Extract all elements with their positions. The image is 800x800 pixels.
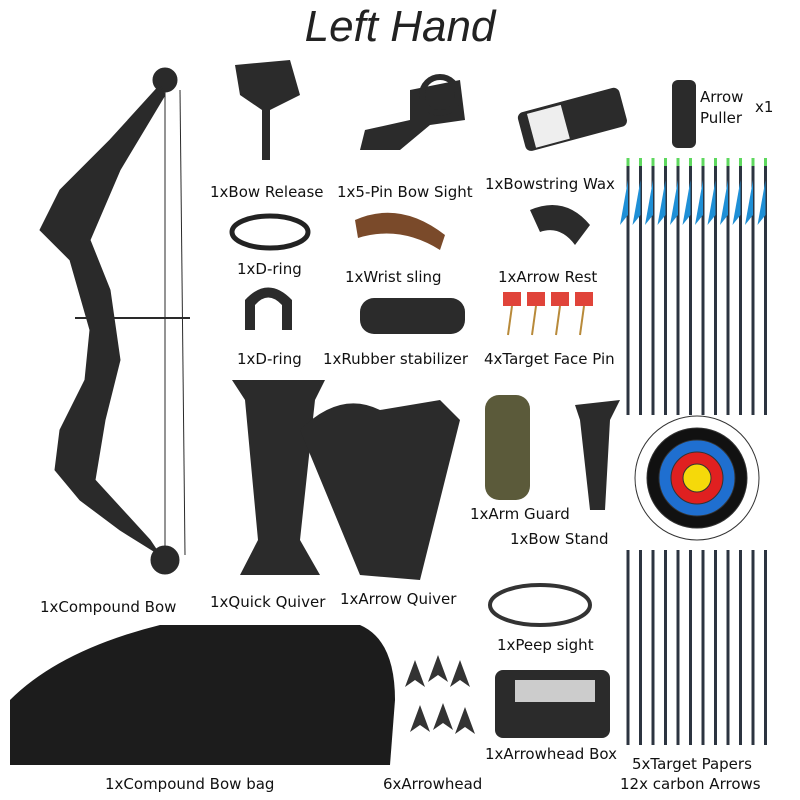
label-bow-sight: 1x5-Pin Bow Sight [337,183,473,201]
label-compound-bow-bag: 1xCompound Bow bag [105,775,275,793]
arrow-nock [689,158,692,166]
peep-sight [488,583,592,627]
label-d-ring-2: 1xD-ring [237,350,302,368]
arrow-nock [764,158,767,166]
label-carbon-arrows: 12x carbon Arrows [620,775,761,793]
arrow-nock [626,158,630,166]
arrow-nock [714,158,717,166]
bow-sight [360,80,465,150]
arrow-nock [751,158,755,166]
target-pins [503,292,593,336]
target-ring [682,463,712,493]
label-compound-bow: 1xCompound Bow [40,598,177,616]
label-bow-stand: 1xBow Stand [510,530,609,548]
pin-head [503,292,521,306]
arrow-nock [664,158,667,166]
label-rubber-stabilizer: 1xRubber stabilizer [323,350,469,368]
label-d-ring-1: 1xD-ring [237,260,302,278]
arrow-nock [639,158,642,166]
arrow-nock [701,158,705,166]
label-peep-sight: 1xPeep sight [497,636,594,654]
quick-quiver [232,380,325,575]
compound-bow-bag [10,625,395,765]
arrow-fletching [657,180,666,225]
wrist-sling [355,212,445,250]
label-bowstring-wax: 1xBowstring Wax [485,175,615,193]
pin-shaft [507,305,513,336]
d-ring-cord [229,213,311,251]
arrowhead-icon [428,655,448,682]
accessories [10,60,696,765]
arrow-fletching [732,180,741,225]
pin-shaft [531,305,537,336]
compound-bow [39,67,190,575]
arrow-fletching [695,180,703,225]
label-arrow-puller-2: Puller [700,109,743,127]
pin-shaft [579,305,585,336]
arrowhead-icon [433,703,453,730]
arrow-fletching [632,180,641,225]
bow-stand [575,400,620,510]
arrowhead-icon [455,707,475,734]
arrow-fletching [670,180,678,225]
label-arrow-rest: 1xArrow Rest [498,268,598,286]
arrow-quiver [300,400,460,580]
label-wrist-sling: 1xWrist sling [345,268,442,286]
arrowheads [405,655,475,734]
carbon-arrows [620,158,767,745]
pin-head [527,292,545,306]
label-arrow-puller-qty: x1 [755,98,774,116]
arrowhead-icon [450,660,470,687]
pin-head [575,292,593,306]
page-title: Left Hand [304,2,496,51]
arrow-fletching [707,180,716,225]
arrow-fletching [720,180,728,225]
arrow-nock [726,158,730,166]
arrow-fletching [757,180,766,225]
bow-release [235,60,300,160]
arrow-nock [651,158,655,166]
arrow-fletching [620,180,628,225]
arrow-puller [672,80,696,148]
arrowhead-icon [405,660,425,687]
target-paper [634,415,760,541]
pin-head [551,292,569,306]
label-arrow-quiver: 1xArrow Quiver [340,590,457,608]
label-bow-release: 1xBow Release [210,183,324,201]
arrow-rest [530,205,590,245]
label-target-face-pin: 4xTarget Face Pin [484,350,615,368]
label-target-papers: 5xTarget Papers [632,755,752,773]
label-arrowhead: 6xArrowhead [383,775,483,793]
d-ring [245,287,292,330]
label-arrowhead-box: 1xArrowhead Box [485,745,617,763]
arrow-nock [739,158,742,166]
label-arrow-puller-1: Arrow [700,88,744,106]
rubber-stabilizer [360,298,465,334]
arrow-fletching [745,180,753,225]
arm-guard [485,395,530,500]
label-arm-guard: 1xArm Guard [470,505,570,523]
label-quick-quiver: 1xQuick Quiver [210,593,326,611]
arrow-fletching [645,180,653,225]
arrowhead-icon [410,705,430,732]
arrow-fletching [682,180,691,225]
arrow-nock [676,158,680,166]
pin-shaft [555,305,561,336]
